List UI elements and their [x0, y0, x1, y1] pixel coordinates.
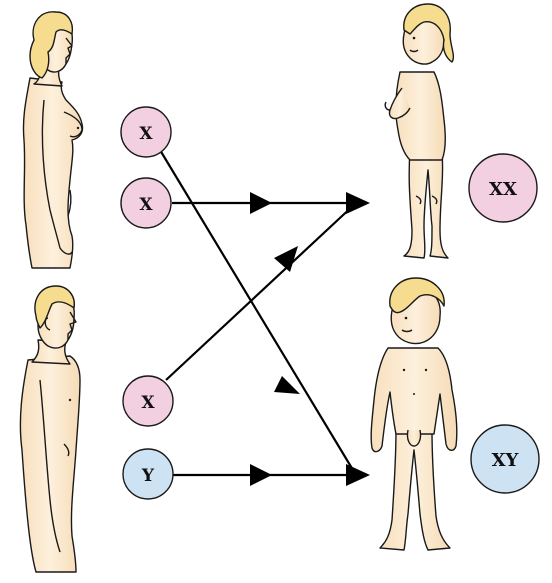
daughter-genotype-label: XX	[489, 179, 517, 200]
inheritance-arrows	[159, 149, 357, 477]
arrowheads	[250, 192, 370, 486]
arrow-father-x-to-daughter	[165, 202, 357, 381]
daughter-genotype: XX	[468, 153, 538, 223]
arrowhead-icon	[274, 376, 300, 394]
father-chromosome-y: Y	[122, 448, 174, 500]
mother-chromosome-x2-label: X	[139, 195, 153, 215]
father-chromosome-x: X	[122, 375, 174, 427]
arrowhead-icon	[274, 246, 298, 272]
mother-figure	[22, 11, 84, 269]
father-chromosome-y-label: Y	[141, 466, 155, 486]
daughter-figure	[384, 3, 455, 259]
mother-chromosome-x1-label: X	[139, 124, 153, 144]
mother-chromosome-x2: X	[120, 177, 172, 229]
son-genotype: XY	[470, 424, 540, 494]
mother-chromosome-x1: X	[120, 106, 172, 158]
arrowhead-icon	[346, 192, 370, 214]
father-figure	[19, 285, 81, 573]
arrow-mother-x1-to-son	[159, 149, 357, 476]
son-figure	[370, 277, 458, 551]
arrowhead-icon	[250, 192, 272, 214]
arrowhead-icon	[346, 464, 370, 486]
arrowhead-icon	[250, 464, 272, 486]
son-genotype-label: XY	[492, 450, 520, 471]
father-chromosome-x-label: X	[141, 393, 155, 413]
